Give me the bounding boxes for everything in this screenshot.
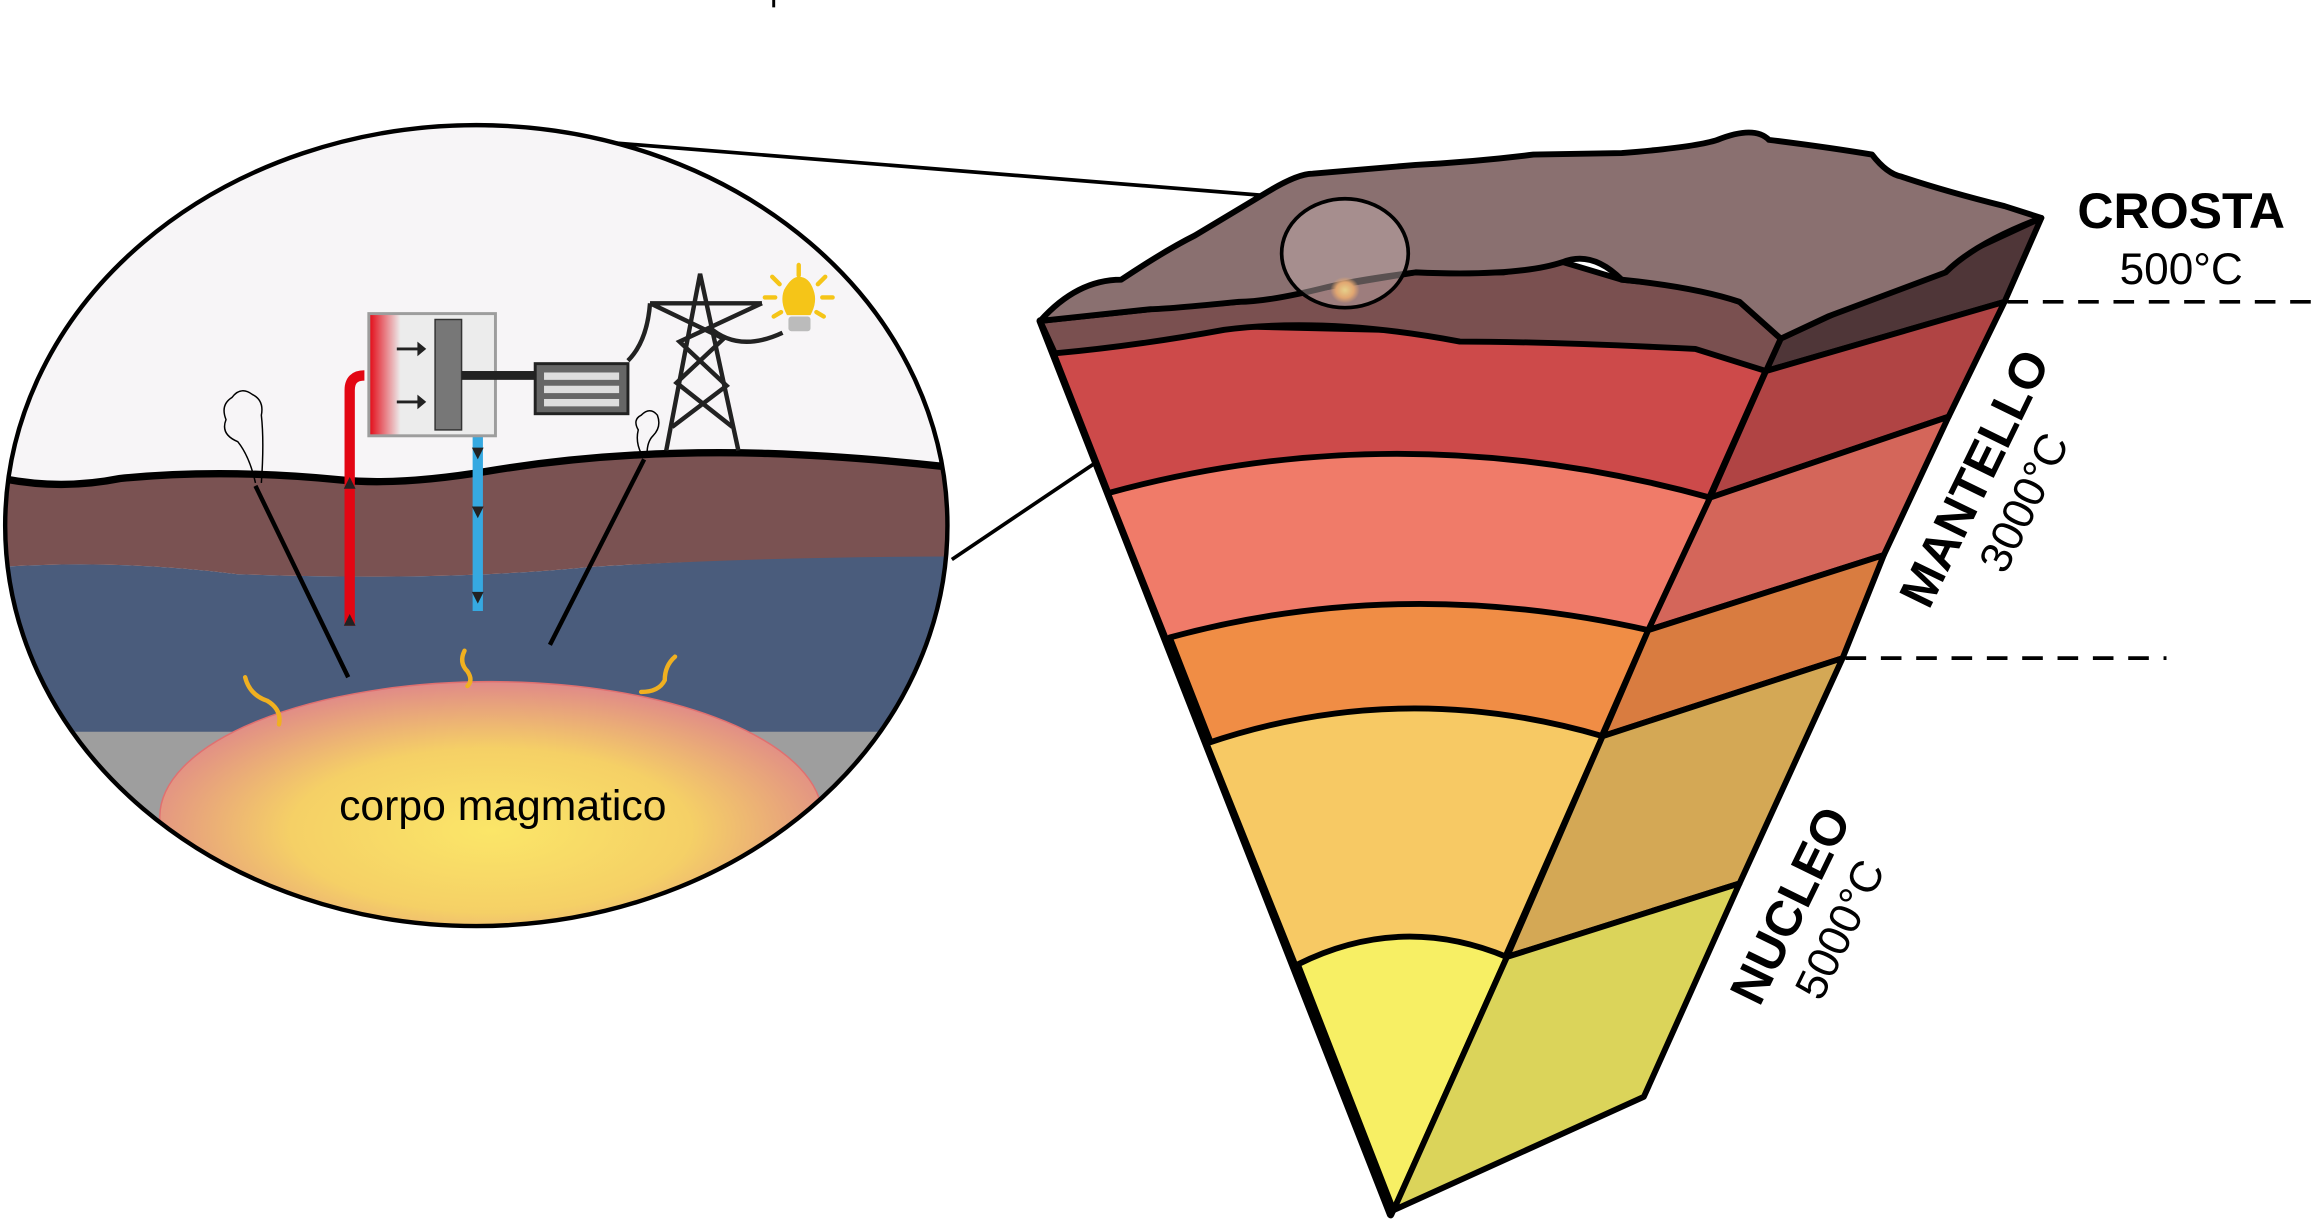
layer-boundary-lines — [1845, 299, 2311, 660]
crust-temperature: 500°C — [2120, 245, 2243, 294]
steam-icon — [223, 390, 660, 484]
heat-source-glow — [1330, 276, 1360, 304]
earth-cross-section — [1036, 129, 2045, 1219]
crust-label: CROSTA 500°C — [2077, 183, 2285, 294]
power-tower-icon — [626, 273, 784, 451]
aquifer — [5, 552, 948, 732]
hot-water-pipe — [344, 370, 365, 626]
faults — [253, 458, 647, 679]
inner-core-right — [1390, 880, 1743, 1214]
generator-icon — [533, 362, 630, 416]
light-bulb-icon — [762, 262, 835, 332]
ground-surface — [5, 449, 948, 489]
zoom-view: corpo magmatico — [2, 122, 950, 929]
crust-top-surface — [1037, 129, 2045, 342]
turbine-building — [367, 312, 536, 438]
crust-name: CROSTA — [2077, 183, 2285, 239]
crust-front — [1037, 259, 1784, 374]
flow-arrows — [343, 447, 484, 626]
magma-label: corpo magmatico — [339, 782, 666, 830]
heat-wisps — [242, 648, 678, 727]
zoom-magnifier — [1279, 196, 1411, 310]
zoom-outline — [2, 122, 950, 929]
